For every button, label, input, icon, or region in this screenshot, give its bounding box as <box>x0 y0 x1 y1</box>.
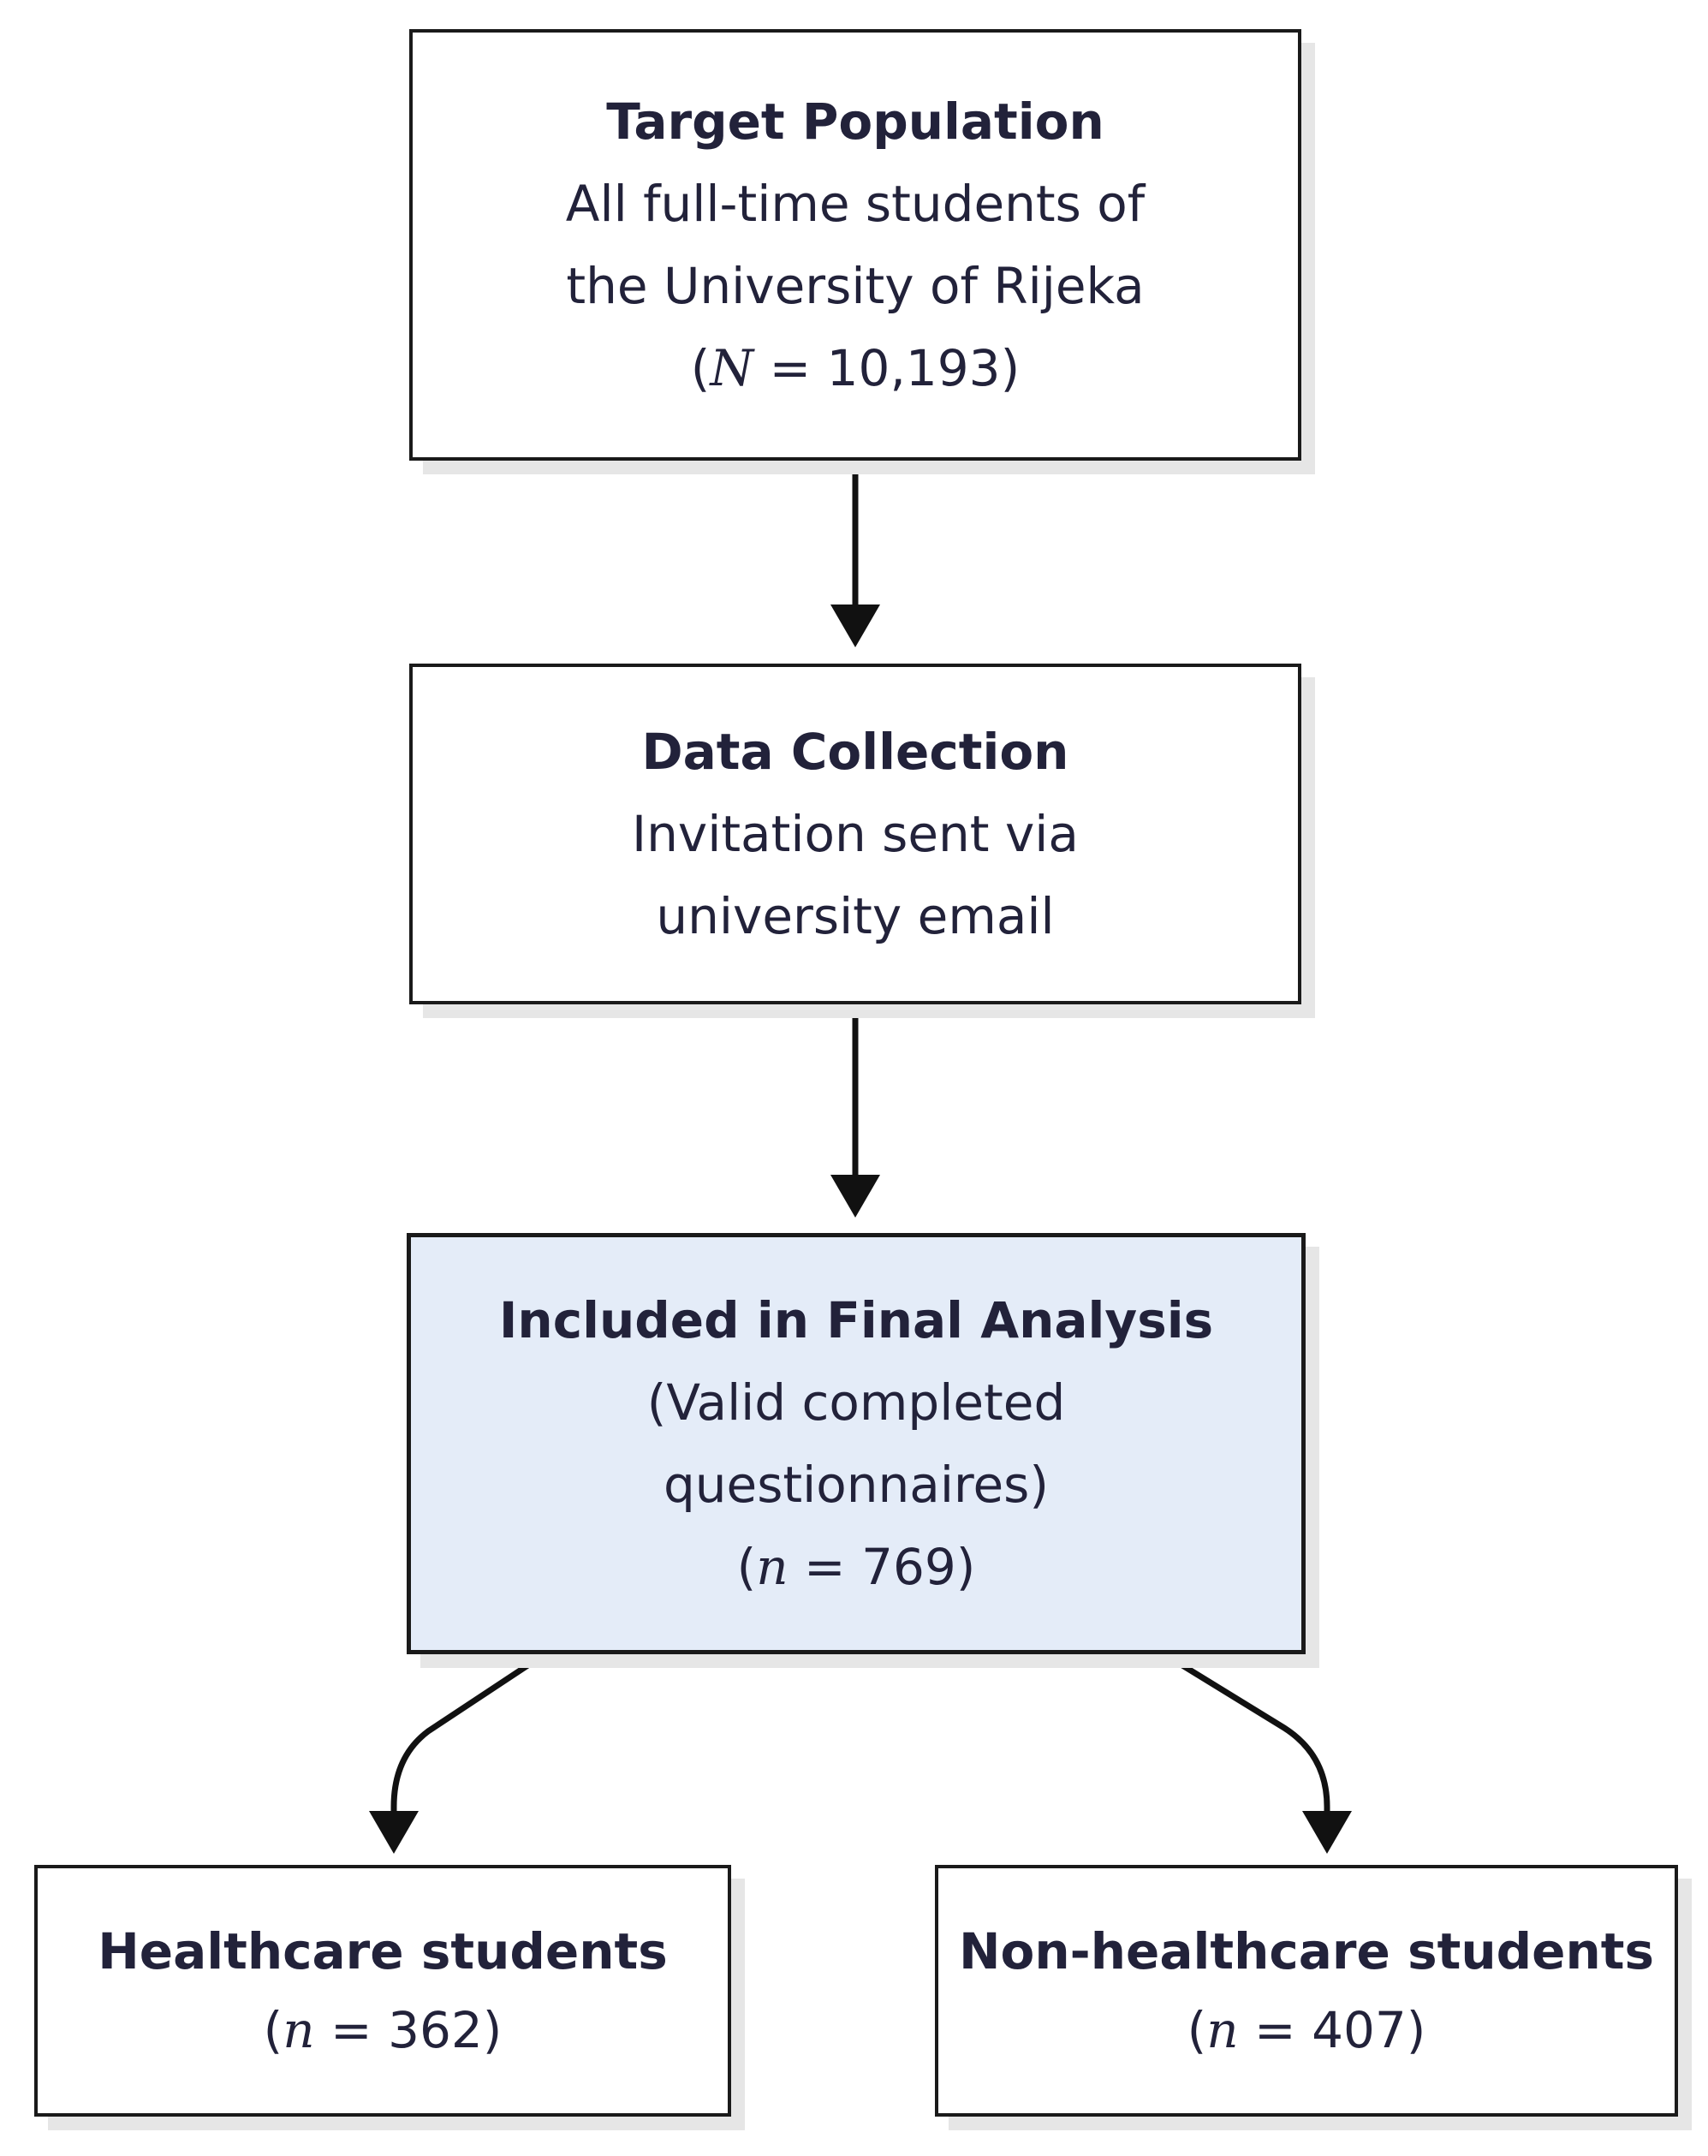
count-value: 362 <box>388 2001 483 2059</box>
count-value: 407 <box>1312 2001 1407 2059</box>
arrow-target-to-collection-head <box>830 605 880 647</box>
arrow-analysis-to-healthcare-shaft <box>390 1651 548 1820</box>
arrow-analysis-to-nonhealthcare-shaft <box>1161 1651 1330 1820</box>
final-analysis-line-1: (Valid completed <box>646 1373 1066 1432</box>
non-healthcare-students-count: (n = 407) <box>1187 2001 1426 2059</box>
target-population-line-2: the University of Rijeka <box>566 257 1145 315</box>
healthcare-students-count: (n = 362) <box>263 2001 503 2059</box>
count-symbol: N <box>710 339 754 397</box>
final-analysis-line-2: questionnaires) <box>663 1456 1050 1514</box>
count-value: 10,193 <box>826 339 1001 397</box>
count-value: 769 <box>861 1538 956 1596</box>
data-collection-line-2: university email <box>656 887 1055 945</box>
non-healthcare-students-title: Non-healthcare students <box>959 1922 1654 1980</box>
target-population-line-1: All full-time students of <box>565 175 1146 233</box>
final-analysis-count: (n = 769) <box>736 1538 976 1596</box>
healthcare-students-title: Healthcare students <box>98 1922 668 1980</box>
target-population-title: Target Population <box>606 92 1104 151</box>
target-population-count: (N = 10,193) <box>690 339 1021 397</box>
count-symbol: n <box>283 2001 315 2059</box>
count-symbol: n <box>1206 2001 1239 2059</box>
final-analysis-title: Included in Final Analysis <box>498 1291 1214 1349</box>
data-collection-line-1: Invitation sent via <box>632 805 1079 863</box>
non-healthcare-students-box: Non-healthcare students (n = 407) <box>935 1865 1678 2117</box>
arrow-analysis-to-healthcare-head <box>369 1811 419 1854</box>
healthcare-students-box: Healthcare students (n = 362) <box>34 1865 731 2117</box>
arrow-analysis-to-nonhealthcare-head <box>1302 1811 1352 1854</box>
final-analysis-box: Included in Final Analysis (Valid comple… <box>407 1233 1306 1654</box>
target-population-box: Target Population All full-time students… <box>409 29 1301 461</box>
data-collection-box: Data Collection Invitation sent via univ… <box>409 664 1301 1004</box>
arrow-collection-to-analysis-head <box>830 1175 880 1218</box>
data-collection-title: Data Collection <box>641 723 1069 781</box>
count-symbol: n <box>756 1538 789 1596</box>
